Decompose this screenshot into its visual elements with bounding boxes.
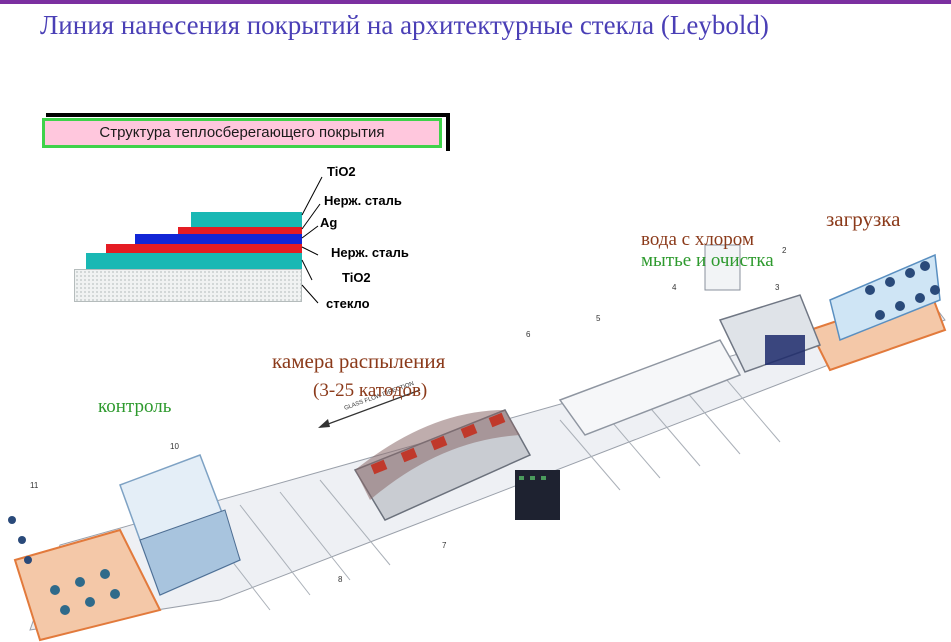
leader-line — [301, 203, 321, 230]
leader-line — [301, 246, 319, 256]
station-number: 11 — [30, 481, 39, 490]
station-number: 8 — [338, 575, 343, 584]
header-shadow — [46, 113, 448, 117]
slide-title: Линия нанесения покрытий на архитектурны… — [40, 10, 769, 40]
label-cathodes: (3-25 катодов) — [313, 380, 428, 401]
layer-glass — [74, 269, 302, 302]
label-sputter-chamber: камера распыления — [272, 349, 446, 373]
layer-label-steel: Нерж. сталь — [331, 245, 409, 260]
layer-steel-top — [178, 227, 302, 234]
top-rule — [0, 0, 951, 4]
station-number: 6 — [526, 330, 531, 339]
station-number: 5 — [596, 314, 601, 323]
intermediate-conveyor — [558, 339, 742, 436]
layer-steel-bottom — [106, 244, 302, 253]
label-washing: мытье и очистка — [641, 250, 774, 271]
label-water: вода с хлором — [641, 229, 754, 250]
layer-label-glass: стекло — [326, 296, 370, 311]
leader-line — [301, 176, 323, 216]
leader-line — [301, 284, 319, 304]
station-number: 3 — [775, 283, 780, 292]
layer-tio2-top — [191, 212, 302, 227]
washing-station — [704, 244, 821, 373]
leader-line — [301, 259, 313, 281]
label-control: контроль — [98, 396, 172, 417]
label-loading: загрузка — [826, 207, 901, 231]
layer-tio2-bottom — [86, 253, 302, 269]
leader-line — [301, 225, 319, 239]
station-number: 7 — [442, 541, 447, 550]
layer-label-tio2: TiO2 — [342, 270, 371, 285]
layer-label-ag: Ag — [320, 215, 338, 230]
header-shadow — [446, 113, 450, 151]
layer-label-steel: Нерж. сталь — [324, 193, 402, 208]
flow-arrow-line — [319, 389, 421, 428]
sputter-chamber — [353, 409, 560, 521]
flow-arrow-head — [318, 419, 330, 428]
control-station — [119, 454, 241, 597]
layer-label-tio2: TiO2 — [327, 164, 356, 179]
unloading-station — [8, 516, 162, 642]
layer-ag — [135, 234, 302, 244]
station-number: 2 — [782, 246, 787, 255]
station-number: 4 — [672, 283, 677, 292]
loading-station — [808, 253, 947, 372]
station-number: 10 — [170, 442, 179, 451]
structure-header: Структура теплосберегающего покрытия — [42, 118, 442, 148]
